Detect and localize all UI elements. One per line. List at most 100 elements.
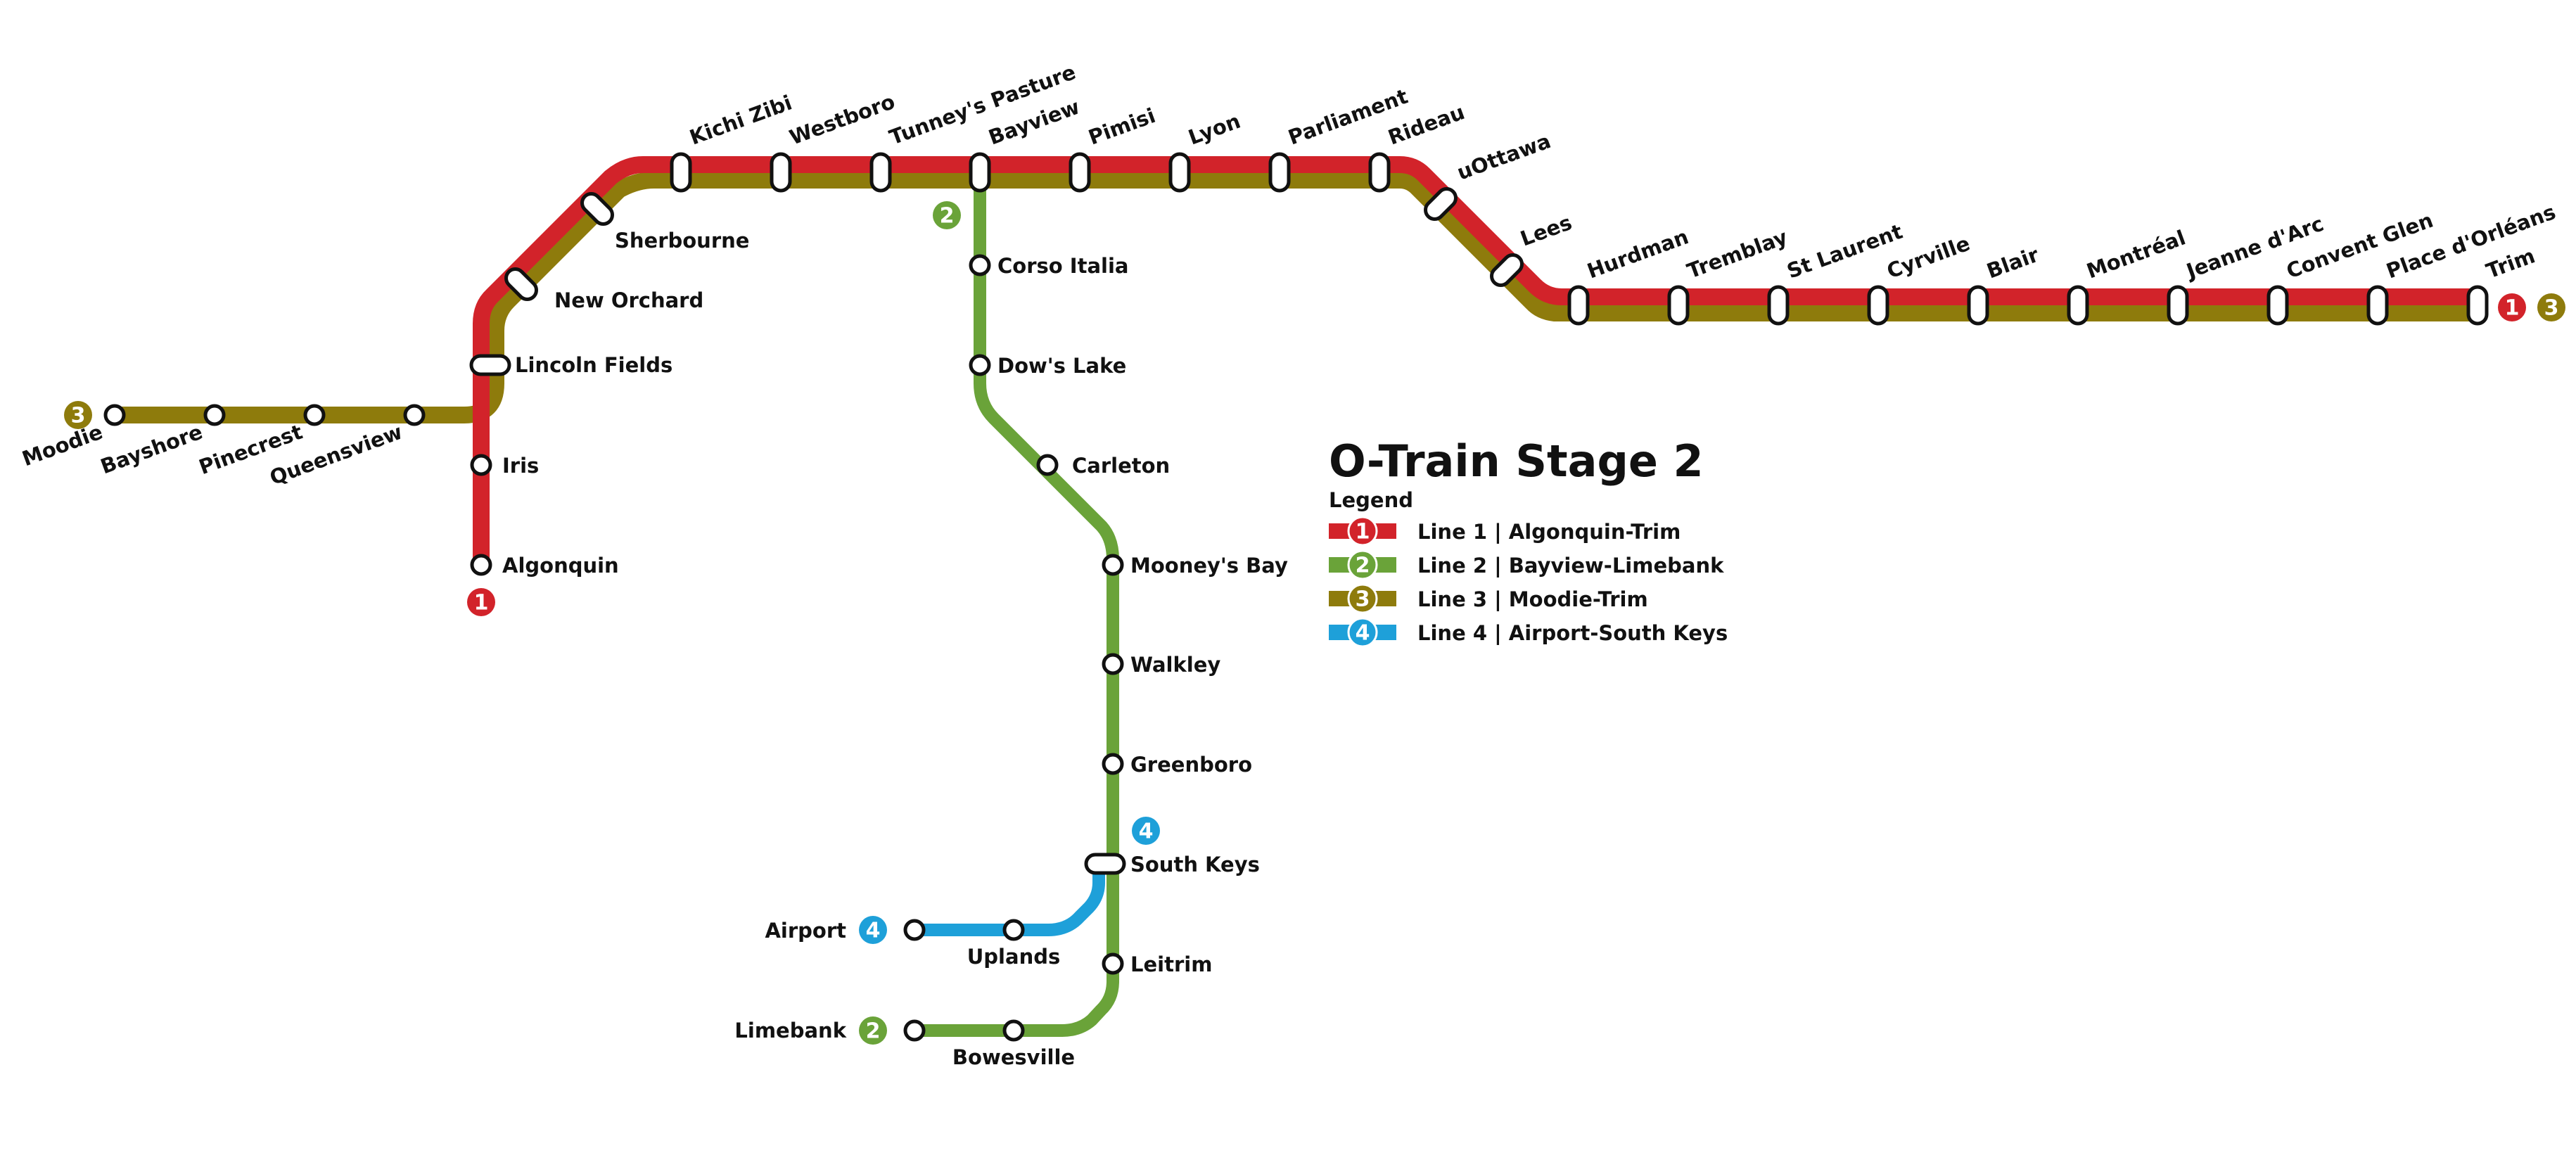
station-hurdman[interactable] <box>1567 285 1590 326</box>
station-jeanne-darc[interactable] <box>2167 285 2189 326</box>
station-marker[interactable] <box>578 190 616 228</box>
station-marker[interactable] <box>2366 285 2389 326</box>
station-marker[interactable] <box>403 404 426 426</box>
station-convent-glen[interactable] <box>2266 285 2289 326</box>
station-bowesville[interactable] <box>1002 1019 1025 1042</box>
station-marker[interactable] <box>1084 853 1126 875</box>
station-marker[interactable] <box>1168 152 1191 193</box>
station-walkley[interactable] <box>1102 653 1124 675</box>
station-carleton[interactable] <box>1036 454 1059 476</box>
station-st-laurent[interactable] <box>1767 285 1790 326</box>
station-marker[interactable] <box>502 265 540 303</box>
label-airport: Airport <box>765 919 846 943</box>
legend-item-line-4: 4 Line 4 | Airport-South Keys <box>1329 617 1728 648</box>
station-lees[interactable] <box>1488 251 1526 289</box>
label-trim: Trim <box>2483 243 2538 283</box>
station-marker[interactable] <box>2167 285 2189 326</box>
station-mooneys-bay[interactable] <box>1102 554 1124 576</box>
station-marker[interactable] <box>2266 285 2289 326</box>
station-dows-lake[interactable] <box>969 354 991 376</box>
station-marker[interactable] <box>203 404 226 426</box>
station-marker[interactable] <box>1422 185 1460 223</box>
line-4-badge-number: 4 <box>866 919 881 943</box>
station-algonquin[interactable] <box>470 554 492 576</box>
station-kichi-zibi[interactable] <box>670 152 692 193</box>
station-bayview[interactable] <box>969 152 991 193</box>
station-marker[interactable] <box>2466 285 2489 326</box>
station-limebank[interactable] <box>903 1019 926 1042</box>
station-marker[interactable] <box>969 354 991 376</box>
station-marker[interactable] <box>470 554 492 576</box>
station-marker[interactable] <box>1002 1019 1025 1042</box>
station-marker[interactable] <box>469 354 511 376</box>
station-marker[interactable] <box>1069 152 1091 193</box>
label-new-orchard: New Orchard <box>554 288 703 312</box>
station-greenboro[interactable] <box>1102 753 1124 775</box>
label-mooneys-bay: Mooney's Bay <box>1130 554 1288 578</box>
line-2-badge-number: 2 <box>866 1019 881 1044</box>
station-trim[interactable] <box>2466 285 2489 326</box>
station-pimisi[interactable] <box>1069 152 1091 193</box>
legend-label-line-3: Line 3 | Moodie-Trim <box>1417 587 1648 611</box>
station-marker[interactable] <box>1767 285 1790 326</box>
station-marker[interactable] <box>1036 454 1059 476</box>
station-uplands[interactable] <box>1002 919 1025 941</box>
station-marker[interactable] <box>1102 753 1124 775</box>
station-sherbourne[interactable] <box>578 190 616 228</box>
map-title: O-Train Stage 2 <box>1329 435 1704 487</box>
station-marker[interactable] <box>670 152 692 193</box>
station-new-orchard[interactable] <box>502 265 540 303</box>
station-marker[interactable] <box>1002 919 1025 941</box>
station-bayshore[interactable] <box>203 404 226 426</box>
station-cyrville[interactable] <box>1867 285 1889 326</box>
station-marker[interactable] <box>1567 285 1590 326</box>
station-marker[interactable] <box>903 919 926 941</box>
station-marker[interactable] <box>869 152 892 193</box>
station-south-keys[interactable] <box>1084 853 1126 875</box>
station-marker[interactable] <box>303 404 326 426</box>
station-westboro[interactable] <box>770 152 792 193</box>
line-1-badge-algonquin: 1 <box>467 588 495 616</box>
station-pinecrest[interactable] <box>303 404 326 426</box>
station-marker[interactable] <box>1268 152 1291 193</box>
station-marker[interactable] <box>1102 554 1124 576</box>
station-marker[interactable] <box>1368 152 1391 193</box>
station-marker[interactable] <box>2067 285 2089 326</box>
station-tunneys-pasture[interactable] <box>869 152 892 193</box>
station-uottawa[interactable] <box>1422 185 1460 223</box>
station-place-dorleans[interactable] <box>2366 285 2389 326</box>
line-1-badge-number: 1 <box>2505 296 2520 321</box>
station-airport[interactable] <box>903 919 926 941</box>
station-marker[interactable] <box>903 1019 926 1042</box>
station-lincoln-fields[interactable] <box>469 354 511 376</box>
line-4-badge-number: 4 <box>1139 820 1154 844</box>
station-marker[interactable] <box>470 454 492 476</box>
station-tremblay[interactable] <box>1667 285 1690 326</box>
station-blair[interactable] <box>1967 285 1989 326</box>
line-1-badge-circle <box>2498 293 2526 321</box>
station-montreal[interactable] <box>2067 285 2089 326</box>
station-iris[interactable] <box>470 454 492 476</box>
station-marker[interactable] <box>1102 952 1124 975</box>
station-leitrim[interactable] <box>1102 952 1124 975</box>
station-queensview[interactable] <box>403 404 426 426</box>
legend-badge-line-2 <box>1347 549 1378 580</box>
station-marker[interactable] <box>1102 653 1124 675</box>
line-3-badge-circle <box>64 401 92 429</box>
station-marker[interactable] <box>1667 285 1690 326</box>
legend-badge-number-line-2: 2 <box>1356 554 1370 578</box>
station-marker[interactable] <box>1488 251 1526 289</box>
station-marker[interactable] <box>770 152 792 193</box>
station-marker[interactable] <box>969 254 991 276</box>
station-marker[interactable] <box>1967 285 1989 326</box>
station-corso-italia[interactable] <box>969 254 991 276</box>
station-marker[interactable] <box>103 404 126 426</box>
legend-item-line-1: 1 Line 1 | Algonquin-Trim <box>1329 516 1681 547</box>
line-2-badge-number: 2 <box>940 204 955 229</box>
station-parliament[interactable] <box>1268 152 1291 193</box>
station-marker[interactable] <box>969 152 991 193</box>
station-marker[interactable] <box>1867 285 1889 326</box>
station-moodie[interactable] <box>103 404 126 426</box>
station-rideau[interactable] <box>1368 152 1391 193</box>
station-lyon[interactable] <box>1168 152 1191 193</box>
